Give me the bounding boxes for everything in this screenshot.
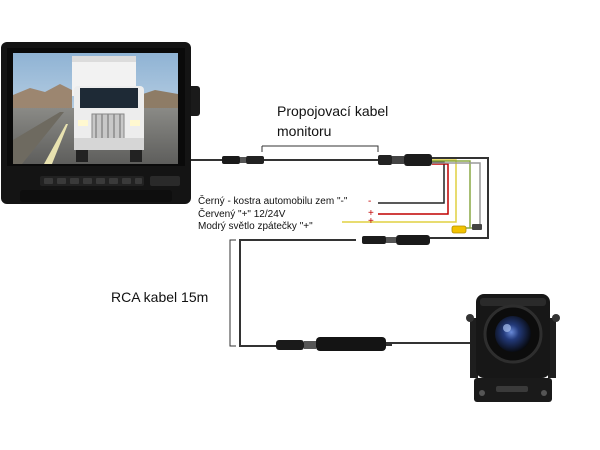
monitor-button[interactable] [83, 178, 92, 184]
black-wire-label: Černý - kostra automobilu zem "-" [198, 196, 348, 207]
monitor-button[interactable] [135, 178, 142, 184]
cable-connector-male [246, 156, 264, 164]
monitor-button-bar [40, 176, 180, 186]
rca-connector-upper [362, 236, 386, 244]
monitor-interconnect-cable [191, 157, 489, 239]
monitor-plug-ring [240, 157, 246, 163]
camera-cable-connector [316, 337, 386, 351]
rca-cable-label: RCA kabel 15m [111, 289, 209, 305]
monitor-plug [222, 156, 240, 164]
wire-black [378, 161, 445, 204]
cable-bracket [261, 145, 379, 152]
wire-green [432, 160, 471, 228]
cable-connector-female [378, 155, 392, 165]
black-wire-sign: - [368, 196, 372, 207]
monitor-screen [13, 53, 178, 164]
monitor-button[interactable] [109, 178, 118, 184]
yellow-rca-connector [451, 225, 467, 234]
blue-wire-label: Modrý světlo zpátečky "+" [198, 221, 313, 232]
monitor-cable-label-line2: monitoru [277, 123, 332, 139]
rca-connector-upper-b [396, 235, 430, 245]
monitor-base [20, 190, 172, 202]
power-wires [342, 159, 481, 229]
monitor-button[interactable] [96, 178, 105, 184]
red-wire-label: Červený "+" 12/24V [198, 209, 286, 220]
camera-lens [495, 316, 531, 352]
junction-connector [404, 154, 432, 166]
monitor-button[interactable] [44, 178, 53, 184]
red-wire-sign-2: + [368, 216, 374, 227]
wire-yellow [342, 159, 457, 223]
rca-bracket [229, 239, 236, 347]
red-wire-sign-1: + [368, 208, 374, 219]
rca-connector-lower [276, 340, 304, 350]
monitor-logo-plate [150, 176, 180, 186]
monitor-button[interactable] [70, 178, 79, 184]
monitor [1, 42, 200, 204]
rca-cable [239, 239, 474, 347]
monitor-button[interactable] [57, 178, 66, 184]
wire-red [378, 163, 449, 215]
monitor-button[interactable] [122, 178, 131, 184]
backup-camera [466, 294, 560, 402]
monitor-cable-label-line1: Propojovací kabel [277, 103, 389, 119]
